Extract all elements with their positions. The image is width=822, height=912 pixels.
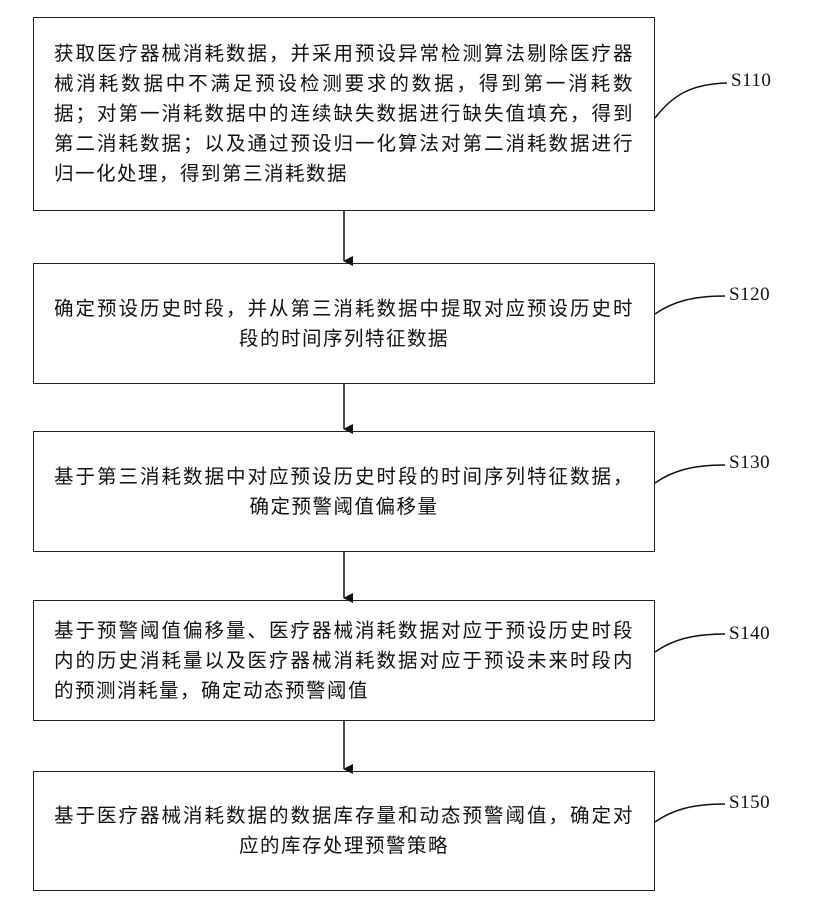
leader-line-s150 [655,804,725,822]
leader-line-s140 [655,634,725,652]
leader-line-s110 [655,83,727,118]
leader-line-s120 [655,296,725,314]
leader-line-s130 [655,465,725,483]
